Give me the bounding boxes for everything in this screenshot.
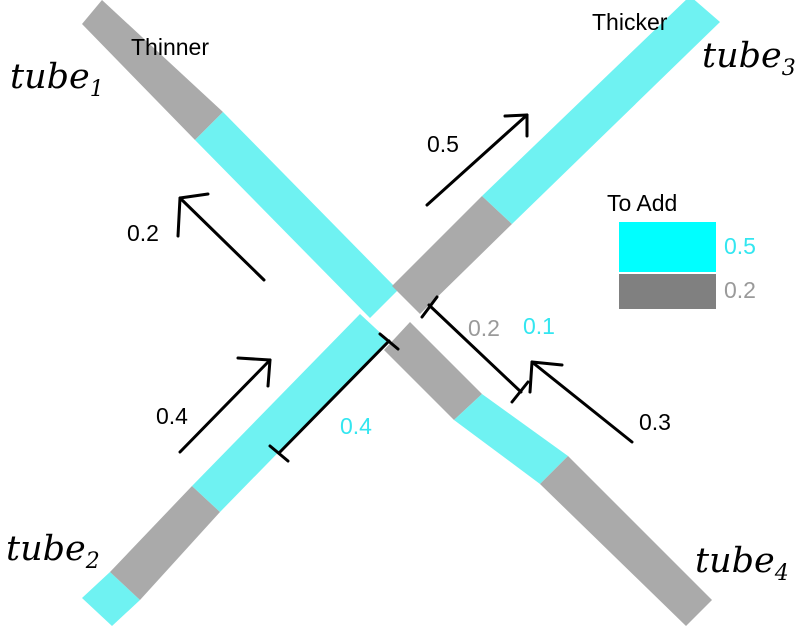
tube3-cyan-segment bbox=[482, 0, 720, 224]
segment-label-right-cyan: 0.1 bbox=[523, 313, 555, 339]
right-measure-bracket bbox=[420, 295, 530, 404]
tube1-gray-segment bbox=[82, 0, 223, 140]
legend: To Add 0.5 0.2 bbox=[607, 190, 756, 309]
tube3-outflow-arrow bbox=[425, 113, 529, 207]
legend-swatch-gray bbox=[619, 274, 716, 309]
segment-label-lower-left: 0.4 bbox=[340, 413, 372, 439]
lower-left-measure-bracket bbox=[268, 332, 400, 463]
tube2-inflow-arrow bbox=[178, 356, 272, 454]
tube4-inflow-arrow bbox=[528, 360, 634, 444]
tube1-outflow-arrow bbox=[176, 192, 266, 282]
tube2-cyan-segment bbox=[192, 314, 388, 512]
tube4-gray-segment bbox=[384, 322, 482, 420]
segment-label-right-gray: 0.2 bbox=[468, 315, 500, 341]
tube-2-3 bbox=[82, 0, 720, 626]
thicker-label: Thicker bbox=[592, 9, 668, 35]
legend-value-gray: 0.2 bbox=[724, 277, 756, 303]
tube3-gray-segment bbox=[392, 196, 512, 314]
tube2-gray-segment bbox=[110, 486, 220, 600]
legend-value-cyan: 0.5 bbox=[724, 233, 756, 259]
flow-label-tube3: 0.5 bbox=[427, 131, 459, 157]
tube4-gray-end-segment bbox=[540, 456, 712, 626]
tube2-label: tube2 bbox=[6, 529, 100, 574]
tube1-cyan-segment bbox=[195, 112, 398, 318]
thinner-label: Thinner bbox=[131, 34, 209, 60]
tube3-label: tube3 bbox=[702, 36, 796, 81]
flow-label-tube4: 0.3 bbox=[639, 409, 671, 435]
tube-1-4 bbox=[82, 0, 712, 626]
flow-label-tube2: 0.4 bbox=[156, 403, 188, 429]
legend-title: To Add bbox=[607, 190, 677, 216]
tube1-label: tube1 bbox=[10, 57, 104, 102]
tube2-cyan-end-segment bbox=[82, 572, 140, 626]
legend-swatch-cyan bbox=[619, 222, 716, 272]
tube4-cyan-segment bbox=[454, 394, 568, 484]
tube4-label: tube4 bbox=[695, 541, 789, 586]
flow-label-tube1: 0.2 bbox=[127, 220, 159, 246]
